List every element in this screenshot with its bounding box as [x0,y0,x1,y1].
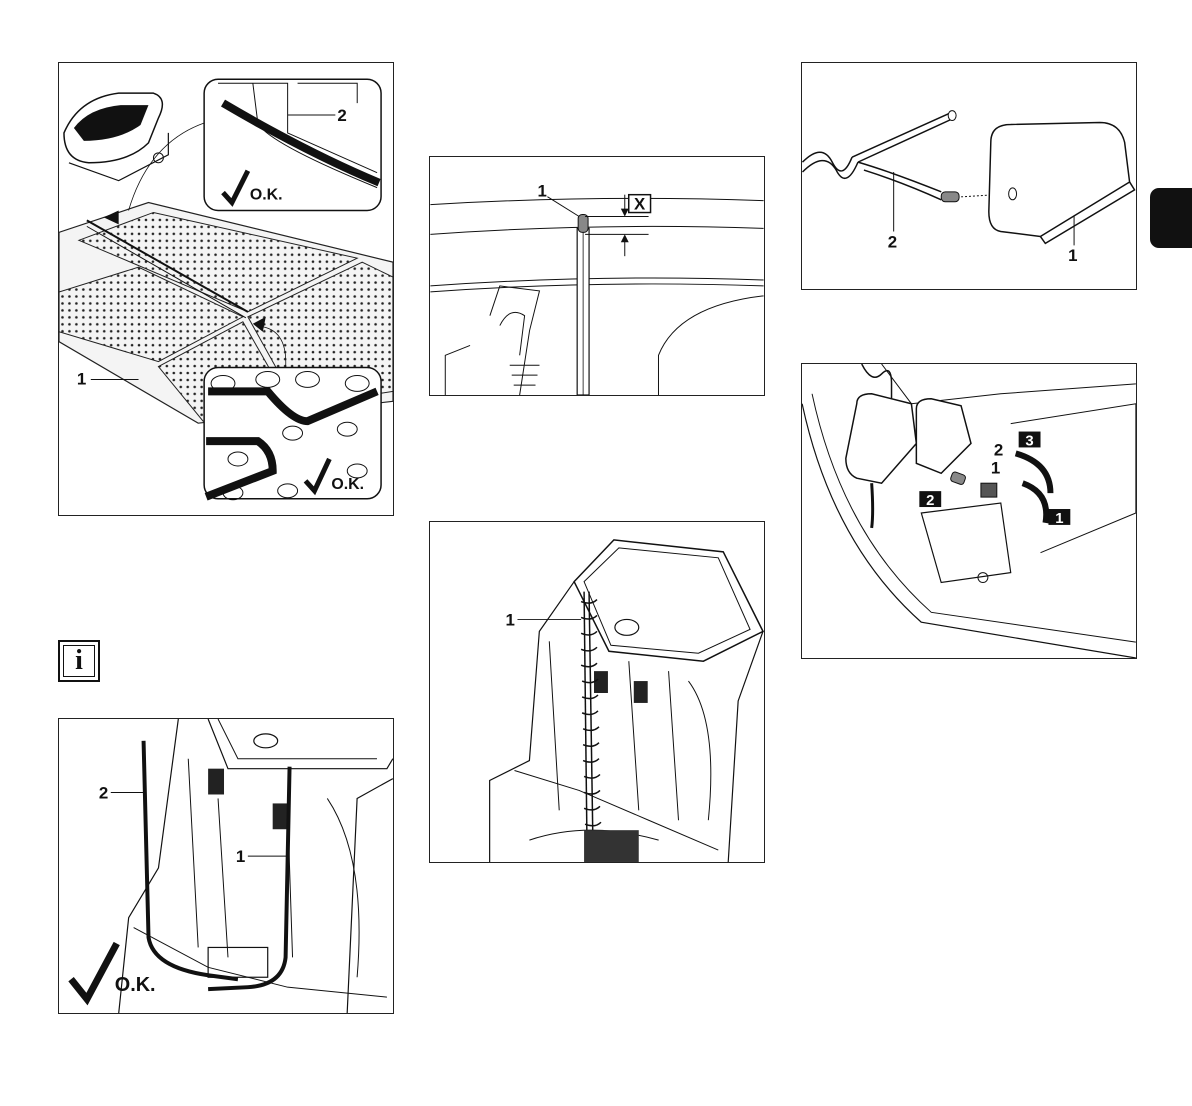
step-1-label: 1 [1055,511,1063,527]
info-icon: i [58,640,100,682]
figure-cable-cap: 2 1 [801,62,1137,290]
step-3-label: 3 [1025,433,1033,449]
callout-2: 2 [99,783,108,802]
callout-1: 1 [506,610,515,629]
figure-wire-mesh: O.K. 2 O.K. 1 [58,62,394,516]
callout-1: 1 [1068,246,1077,265]
connection-steps-illustration: 3 2 1 2 1 [802,364,1136,658]
ok-label: O.K. [115,974,156,996]
callout-2: 2 [888,232,897,251]
wire-mesh-illustration: O.K. 2 O.K. 1 [59,63,393,515]
dimension-x-label: X [634,195,646,214]
info-glyph: i [63,645,95,677]
callout-1: 1 [991,458,1000,477]
figure-wire-routing: O.K. 2 1 [58,718,394,1014]
section-tab [1150,188,1192,248]
callout-2: 2 [994,440,1003,459]
rod-dimension-illustration: X 1 [430,157,764,395]
callout-1: 1 [77,369,86,388]
figure-rod-dimension: X 1 [429,156,765,396]
callout-1: 1 [236,847,245,866]
ok-label-bottom: O.K. [331,476,364,493]
figure-spiral-wire: 1 [429,521,765,863]
figure-connection-steps: 3 2 1 2 1 [801,363,1137,659]
spiral-wire-illustration: 1 [430,522,764,862]
ok-label-top: O.K. [250,187,283,204]
callout-2: 2 [337,106,346,125]
callout-1: 1 [538,182,547,201]
wire-routing-illustration: O.K. 2 1 [59,719,393,1013]
cable-cap-illustration: 2 1 [802,63,1136,289]
step-2-label: 2 [926,493,934,509]
